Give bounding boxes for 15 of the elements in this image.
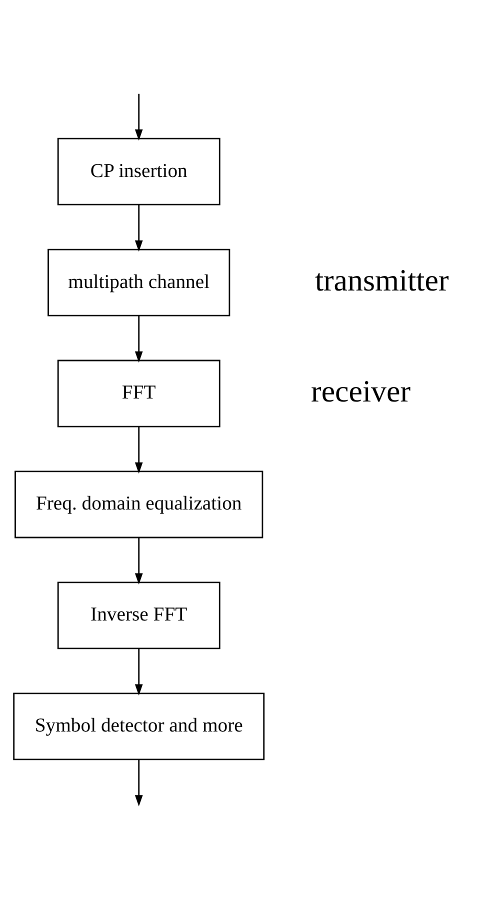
- arrow: [134, 760, 143, 806]
- arrow: [134, 94, 143, 141]
- arrow: [134, 204, 143, 252]
- node-box: Symbol detector and more: [13, 692, 265, 760]
- node-box: FFT: [57, 360, 220, 428]
- arrow: [134, 538, 143, 585]
- arrow: [134, 316, 143, 363]
- node-box: Inverse FFT: [57, 582, 220, 650]
- node-box: multipath channel: [48, 248, 230, 316]
- label: transmitter: [314, 262, 449, 298]
- node-box: CP insertion: [57, 138, 220, 206]
- label: receiver: [311, 373, 411, 408]
- arrow: [134, 426, 143, 474]
- arrow: [134, 648, 143, 696]
- node-box: Freq. domain equalization: [14, 470, 264, 538]
